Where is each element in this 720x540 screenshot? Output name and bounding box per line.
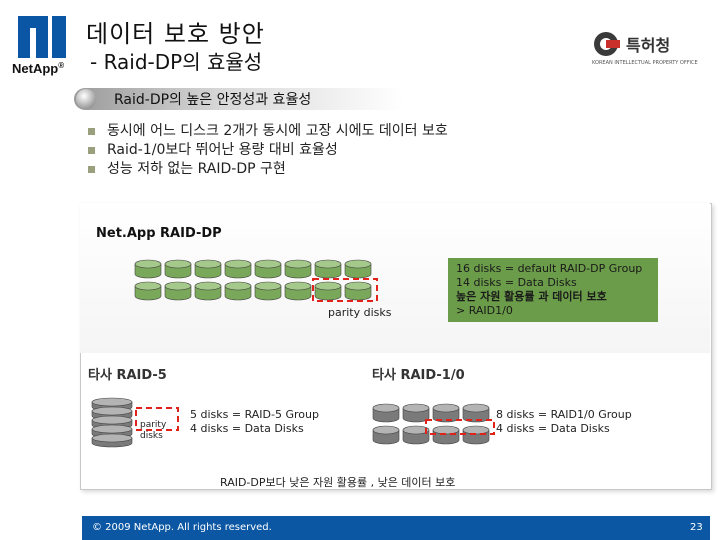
pill-heading-text: Raid-DP의 높은 안정성과 효율성: [114, 92, 312, 108]
raid10-disk: [462, 403, 490, 423]
heading-pill: [74, 88, 404, 110]
raid10-disk: [372, 403, 400, 423]
raid5-disk: [91, 433, 133, 448]
raid-dp-disk: [254, 259, 282, 279]
raid10-info-line: 4 disks = Data Disks: [496, 422, 610, 435]
raid-dp-disk: [164, 259, 192, 279]
raid10-title: 타사 RAID-1/0: [372, 368, 465, 383]
kipo-emblem-icon: [594, 32, 620, 56]
bullet-item: Raid-1/0보다 뛰어난 용량 대비 효율성: [88, 141, 448, 160]
raid5-info-line: 5 disks = RAID-5 Group: [190, 408, 319, 421]
raid-dp-info-line: > RAID1/0: [456, 304, 513, 317]
raid-dp-info-line: 16 disks = default RAID-DP Group: [456, 262, 643, 275]
raid-dp-info-line: 높은 자원 활용률 과 데이터 보호: [456, 290, 607, 303]
raid-dp-disk: [134, 281, 162, 301]
raid10-disk: [402, 403, 430, 423]
footer-copyright: © 2009 NetApp. All rights reserved.: [92, 522, 272, 533]
pill-ball-icon: [76, 89, 96, 109]
netapp-logo-text: NetApp®: [12, 61, 65, 76]
raid-dp-disk: [224, 281, 252, 301]
raid-dp-disk: [344, 281, 372, 301]
raid-dp-disk: [134, 259, 162, 279]
bullet-text: 동시에 어느 디스크 2개가 동시에 고장 시에도 데이터 보호: [107, 123, 448, 139]
raid10-disk: [402, 425, 430, 445]
raid5-title: 타사 RAID-5: [88, 368, 167, 383]
bullet-list: 동시에 어느 디스크 2개가 동시에 고장 시에도 데이터 보호 Raid-1/…: [88, 122, 448, 179]
raid5-info-line: 4 disks = Data Disks: [190, 422, 304, 435]
netapp-logo: NetApp®: [12, 12, 78, 82]
raid-dp-disk: [314, 281, 342, 301]
bullet-square-icon: [88, 166, 95, 173]
raid-dp-parity-highlight: [312, 278, 378, 302]
raid10-disk: [372, 425, 400, 445]
raid-dp-info-box: [448, 258, 658, 322]
raid-dp-disk: [284, 259, 312, 279]
raid10-info: 8 disks = RAID1/0 Group 4 disks = Data D…: [496, 408, 632, 436]
kipo-logo: 특허청 KOREAN INTELLECTUAL PROPERTY OFFICE: [590, 30, 702, 72]
raid10-info-line: 8 disks = RAID1/0 Group: [496, 408, 632, 421]
raid-dp-disk: [314, 259, 342, 279]
netapp-raid-dp-title: Net.App RAID-DP: [96, 226, 222, 241]
raid10-parity-highlight: [425, 419, 495, 435]
raid-dp-disk: [344, 259, 372, 279]
page-title: 데이터 보호 방안: [86, 20, 265, 48]
raid5-parity-label-line: disks: [140, 431, 163, 441]
bullet-item: 동시에 어느 디스크 2개가 동시에 고장 시에도 데이터 보호: [88, 122, 448, 141]
raid-dp-disk: [164, 281, 192, 301]
netapp-logo-mark: [18, 16, 66, 58]
bullet-item: 성능 저하 없는 RAID-DP 구현: [88, 160, 448, 179]
raid5-parity-label-line: parity: [140, 420, 167, 430]
raid5-parity-label: parity disks: [140, 420, 166, 442]
comparison-note: RAID-DP보다 낮은 자원 활용률 , 낮은 데이터 보호: [220, 476, 456, 489]
raid-dp-info-line: 14 disks = Data Disks: [456, 276, 577, 289]
raid-dp-disk: [284, 281, 312, 301]
raid5-parity-highlight: [135, 407, 179, 431]
raid10-disk: [432, 403, 460, 423]
raid5-info: 5 disks = RAID-5 Group 4 disks = Data Di…: [190, 408, 319, 436]
bullet-text: Raid-1/0보다 뛰어난 용량 대비 효율성: [107, 142, 338, 158]
page-subtitle: - Raid-DP의 효율성: [90, 50, 263, 74]
bullet-square-icon: [88, 147, 95, 154]
raid-dp-disk: [194, 281, 222, 301]
parity-disks-label: parity disks: [328, 306, 392, 319]
raid-dp-info-text: 16 disks = default RAID-DP Group 14 disk…: [456, 262, 642, 318]
bullet-square-icon: [88, 128, 95, 135]
raid-dp-disk: [254, 281, 282, 301]
kipo-english-name: KOREAN INTELLECTUAL PROPERTY OFFICE: [592, 60, 698, 66]
bullet-text: 성능 저하 없는 RAID-DP 구현: [107, 161, 286, 177]
page-number: 23: [690, 522, 703, 533]
kipo-name: 특허청: [626, 36, 671, 55]
raid-dp-disk: [194, 259, 222, 279]
raid-dp-disk: [224, 259, 252, 279]
footer-bar: [82, 516, 710, 540]
